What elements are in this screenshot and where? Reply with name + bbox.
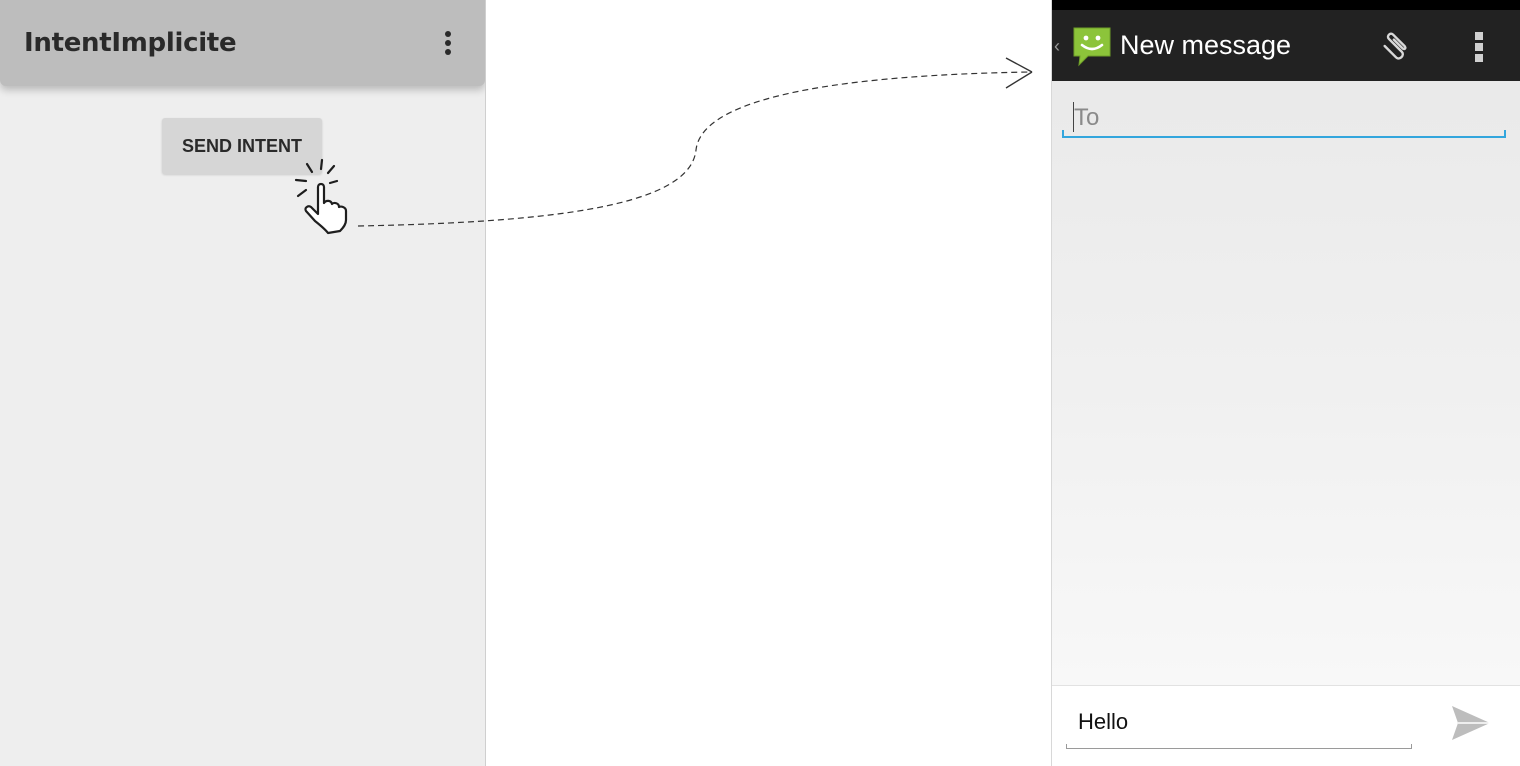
- more-vert-icon[interactable]: [1472, 30, 1486, 64]
- back-chevron-icon[interactable]: ‹: [1054, 36, 1060, 56]
- page-title: IntentImplicite: [24, 28, 237, 58]
- message-compose-input[interactable]: [1066, 702, 1412, 742]
- compose-underline: [1066, 748, 1412, 749]
- recipient-underline: [1062, 136, 1506, 138]
- compose-underline-tick: [1411, 744, 1412, 749]
- paperclip-icon[interactable]: [1376, 28, 1416, 64]
- recipient-input[interactable]: [1062, 96, 1506, 136]
- compose-bar: [1052, 685, 1520, 766]
- tap-hand-icon: [294, 158, 348, 235]
- recipient-field[interactable]: [1062, 96, 1506, 142]
- recipient-underline-tick: [1504, 130, 1506, 138]
- send-arrow-icon[interactable]: [1448, 700, 1494, 746]
- arrow-head-icon: [1005, 57, 1033, 89]
- left-app-screen: IntentImplicite SEND INTENT: [0, 0, 486, 766]
- messaging-action-bar: ‹ New message: [1052, 10, 1520, 81]
- compose-underline-tick: [1066, 744, 1067, 749]
- status-bar: [1052, 0, 1520, 10]
- recipient-underline-tick: [1062, 130, 1064, 138]
- messaging-smiley-icon[interactable]: [1070, 24, 1114, 68]
- send-intent-button[interactable]: SEND INTENT: [162, 118, 322, 174]
- messaging-app-screen: ‹ New message: [1051, 0, 1520, 766]
- more-vert-icon[interactable]: [438, 30, 458, 58]
- text-cursor: [1073, 102, 1074, 132]
- screen-title: New message: [1120, 30, 1292, 60]
- left-app-bar: IntentImplicite: [0, 0, 485, 86]
